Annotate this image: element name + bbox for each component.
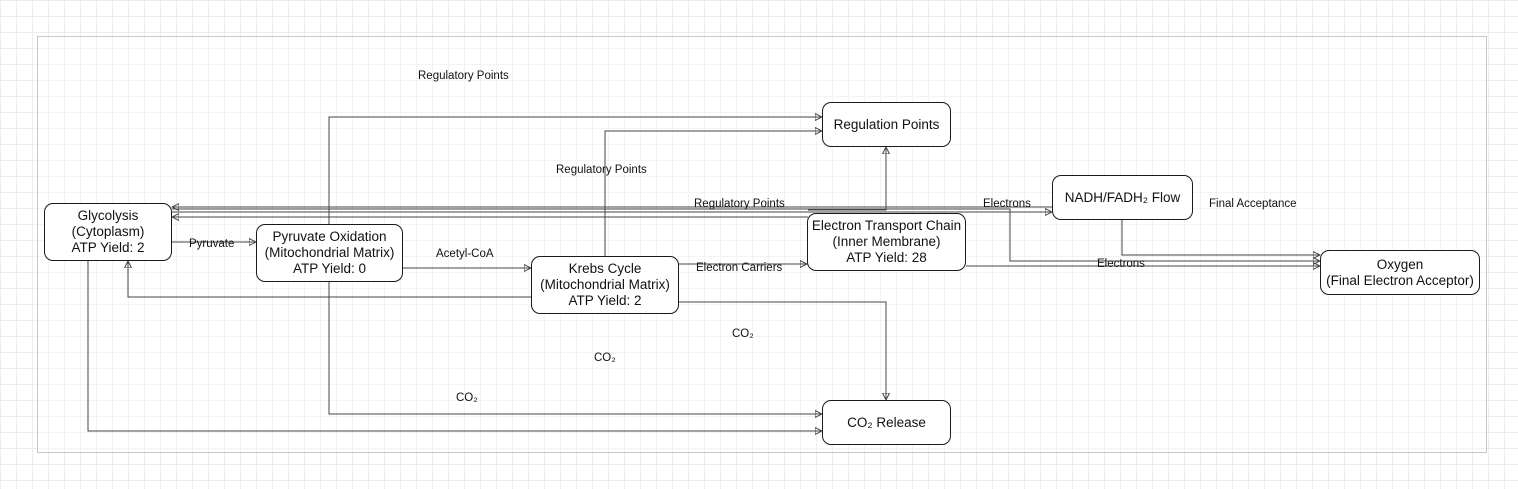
node-krebs-location: (Mitochondrial Matrix) [540,277,670,292]
node-glycolysis-title: Glycolysis [77,208,139,223]
node-nadh-title: NADH/FADH₂ Flow [1064,189,1181,205]
node-electron-transport-chain[interactable]: Electron Transport Chain (Inner Membrane… [807,213,966,271]
label-pyruvate: Pyruvate [189,238,235,250]
edge-krebs-glycolysis [128,261,531,298]
node-krebs-cycle[interactable]: Krebs Cycle (Mitochondrial Matrix) ATP Y… [531,256,679,314]
node-pyruvate-location: (Mitochondrial Matrix) [264,245,395,260]
node-oxygen-title: Oxygen [1376,256,1424,272]
edge-pyruvate-co2 [328,282,822,414]
node-regulation-title: Regulation Points [833,116,940,132]
node-pyruvate-oxidation[interactable]: Pyruvate Oxidation (Mitochondrial Matrix… [256,224,403,282]
node-glycolysis-atp: ATP Yield: 2 [71,240,145,255]
node-glycolysis[interactable]: Glycolysis (Cytoplasm) ATP Yield: 2 [44,203,172,261]
node-etc-title: Electron Transport Chain [811,218,962,233]
node-co2-title: CO₂ Release [847,414,926,430]
edge-pyruvate-regulation [328,117,822,224]
node-nadh-fadh2-flow[interactable]: NADH/FADH₂ Flow [1052,175,1193,220]
label-electron-carriers: Electron Carriers [696,262,783,274]
label-electrons-1: Electrons [983,198,1031,210]
edge-glycolysis-oxygen [172,208,1320,261]
node-co2-release[interactable]: CO₂ Release [822,400,951,445]
edge-etc-regulation [808,147,886,211]
edge-nadh-oxygen [1121,219,1320,255]
node-etc-atp: ATP Yield: 28 [846,250,927,265]
edge-krebs-regulation [604,131,822,256]
node-etc-location: (Inner Membrane) [832,234,941,249]
node-oxygen[interactable]: Oxygen (Final Electron Acceptor) [1320,250,1480,295]
edge-krebs-co2 [679,301,886,400]
label-acetyl-coa: Acetyl-CoA [436,248,494,260]
node-glycolysis-location: (Cytoplasm) [71,224,145,239]
label-co2-mid: CO₂ [594,352,616,364]
label-co2-krebs: CO₂ [732,328,754,340]
edge-glycolysis-co2 [87,261,822,431]
node-oxygen-role: (Final Electron Acceptor) [1326,272,1474,288]
node-krebs-title: Krebs Cycle [568,261,642,276]
label-regulatory-points-top: Regulatory Points [418,70,509,82]
node-pyruvate-atp: ATP Yield: 0 [292,261,367,276]
node-krebs-atp: ATP Yield: 2 [568,293,642,308]
label-electrons-2: Electrons [1097,258,1145,270]
label-co2-bottom: CO₂ [456,392,478,404]
label-final-acceptance: Final Acceptance [1209,198,1297,210]
node-pyruvate-title: Pyruvate Oxidation [272,229,387,244]
node-regulation-points[interactable]: Regulation Points [822,102,951,147]
label-regulatory-points-etc: Regulatory Points [694,198,785,210]
label-regulatory-points-mid: Regulatory Points [556,164,647,176]
